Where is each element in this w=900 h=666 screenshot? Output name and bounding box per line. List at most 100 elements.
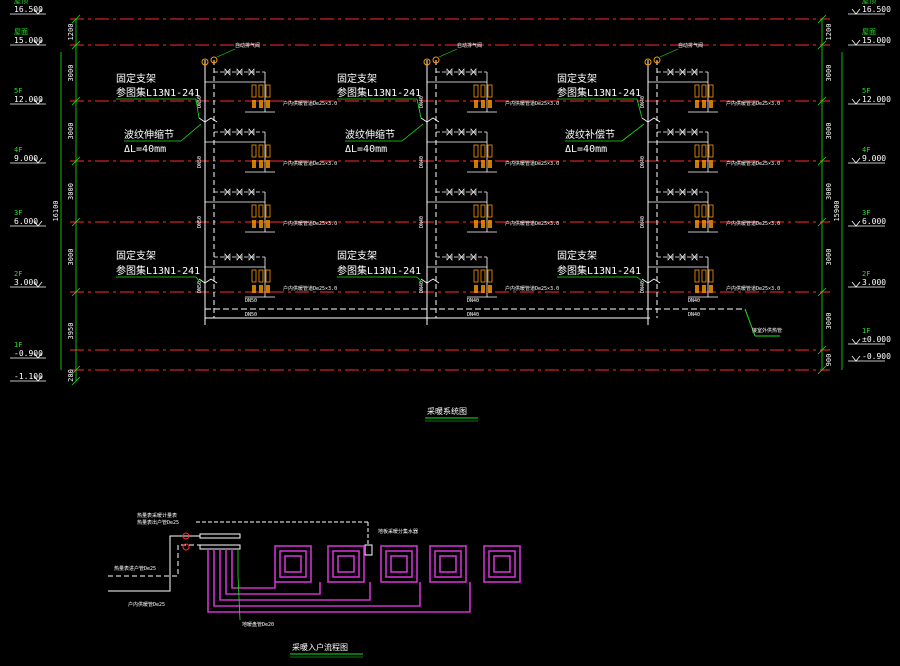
floor-name: 4F — [14, 146, 22, 154]
floor-name: 3F — [14, 209, 22, 217]
detail-label-6: 地暖盘管De20 — [242, 621, 274, 628]
pipe-size-label: DN40 — [688, 312, 700, 318]
level-elevation: -0.900 — [862, 352, 891, 361]
riser-system: 自动排气阀DN50DN50户内供暖管道De25×3.0DN50户内供暖管道De2… — [197, 42, 780, 325]
level-elevation: 16.500 — [14, 5, 43, 14]
branch-label: 户内供暖管道De25×3.0 — [283, 220, 337, 227]
dimension-label: 3000 — [825, 249, 833, 266]
svg-text:固定支架: 固定支架 — [557, 72, 597, 85]
riser-size: DN40 — [419, 96, 425, 108]
svg-text:波纹伸缩节: 波纹伸缩节 — [124, 128, 174, 141]
riser-size: DN40 — [419, 281, 425, 293]
branch-label: 户内供暖管道De25×3.0 — [726, 285, 780, 292]
branch-assembly: 户内供暖管道De25×3.0 DN40 — [419, 68, 559, 113]
pipe-size-label: DN50 — [245, 312, 257, 318]
level-elevation: 6.000 — [862, 217, 886, 226]
level-elevation: 12.000 — [14, 95, 43, 104]
branch-label: 户内供暖管道De25×3.0 — [505, 285, 559, 292]
svg-text:波纹补偿节: 波纹补偿节 — [565, 128, 615, 141]
riser: 自动排气阀DN40DN40户内供暖管道De25×3.0DN40户内供暖管道De2… — [419, 42, 559, 325]
dimension-label: 3000 — [67, 183, 75, 200]
annotations: 固定支架参图集L13N1-241波纹伸缩节ΔL=40mm固定支架参图集L13N1… — [116, 72, 645, 282]
floor-name: 1F — [862, 327, 870, 335]
coil-loop — [274, 545, 312, 583]
svg-text:参图集L13N1-241: 参图集L13N1-241 — [337, 86, 421, 99]
dimension-label: 3000 — [67, 249, 75, 266]
system-title: 采暖系统图 — [427, 406, 467, 416]
riser-size: DN50 — [197, 281, 203, 293]
pipe-size-label: DN40 — [467, 312, 479, 318]
pipe-size-label: DN50 — [245, 298, 257, 304]
dimension-label: 3000 — [825, 65, 833, 82]
branch-assembly: 户内供暖管道De25×3.0 DN40 — [640, 253, 780, 298]
branch-assembly: 户内供暖管道De25×3.0 DN40 — [419, 253, 559, 298]
branch-assembly: 户内供暖管道De25×3.0 DN50 — [197, 253, 337, 298]
branch-label: 户内供暖管道De25×3.0 — [726, 100, 780, 107]
floor-name: 屋顶 — [14, 0, 28, 5]
pipe-size-label: DN40 — [467, 298, 479, 304]
branch-label: 户内供暖管道De25×3.0 — [505, 220, 559, 227]
vent-label: 自动排气阀 — [457, 42, 482, 49]
floor-name: 3F — [862, 209, 870, 217]
coil-loop — [380, 545, 418, 583]
detail-label-2: 热量表出户管De25 — [137, 519, 179, 526]
total-dimension: 16100 — [52, 200, 60, 221]
riser: 自动排气阀DN40DN40户内供暖管道De25×3.0DN40户内供暖管道De2… — [640, 42, 780, 325]
detail-title: 采暖入户流程图 — [292, 642, 348, 652]
level-elevation: 16.500 — [862, 5, 891, 14]
branch-label: 户内供暖管道De25×3.0 — [283, 160, 337, 167]
level-elevation: 9.000 — [14, 154, 38, 163]
level-markers: 16.500屋顶15.000屋面12.0005F9.0004F6.0003F3.… — [10, 0, 891, 382]
coil-loop — [327, 545, 365, 583]
dimension-label: 3000 — [67, 65, 75, 82]
branch-label: 户内供暖管道De25×3.0 — [283, 285, 337, 292]
svg-text:参图集L13N1-241: 参图集L13N1-241 — [116, 86, 200, 99]
svg-text:参图集L13N1-241: 参图集L13N1-241 — [116, 264, 200, 277]
riser-size: DN40 — [640, 156, 646, 168]
svg-text:固定支架: 固定支架 — [116, 249, 156, 262]
dimension-label: 900 — [825, 354, 833, 367]
level-elevation: -1.100 — [14, 372, 43, 381]
coil-loop — [483, 545, 521, 583]
riser-size: DN50 — [197, 216, 203, 228]
riser-size: DN40 — [640, 216, 646, 228]
floor-name: 屋面 — [14, 28, 28, 36]
floor-name: 5F — [862, 87, 870, 95]
svg-text:参图集L13N1-241: 参图集L13N1-241 — [557, 264, 641, 277]
level-elevation: 9.000 — [862, 154, 886, 163]
riser-size: DN40 — [640, 281, 646, 293]
branch-label: 户内供暖管道De25×3.0 — [505, 100, 559, 107]
vent-label: 自动排气阀 — [678, 42, 703, 49]
svg-text:ΔL=40mm: ΔL=40mm — [565, 144, 607, 155]
total-dimension: 15900 — [833, 200, 841, 221]
riser-size: DN40 — [640, 96, 646, 108]
floor-name: 1F — [14, 341, 22, 349]
dimension-label: 3000 — [825, 183, 833, 200]
entry-detail: 热量表采暖计量表 热量表出户管De25 热量表进户管De25 户内供暖管De25… — [108, 512, 521, 658]
branch-label: 户内供暖管道De25×3.0 — [505, 160, 559, 167]
dimension-chains: 1200300030003000300039502001610012003000… — [52, 14, 843, 386]
level-elevation: 15.000 — [14, 36, 43, 45]
dimension-label: 200 — [67, 369, 75, 382]
level-marker: -1.100 — [10, 372, 46, 382]
svg-text:ΔL=40mm: ΔL=40mm — [124, 144, 166, 155]
detail-label-1: 热量表采暖计量表 — [137, 512, 177, 519]
svg-text:波纹伸缩节: 波纹伸缩节 — [345, 128, 395, 141]
